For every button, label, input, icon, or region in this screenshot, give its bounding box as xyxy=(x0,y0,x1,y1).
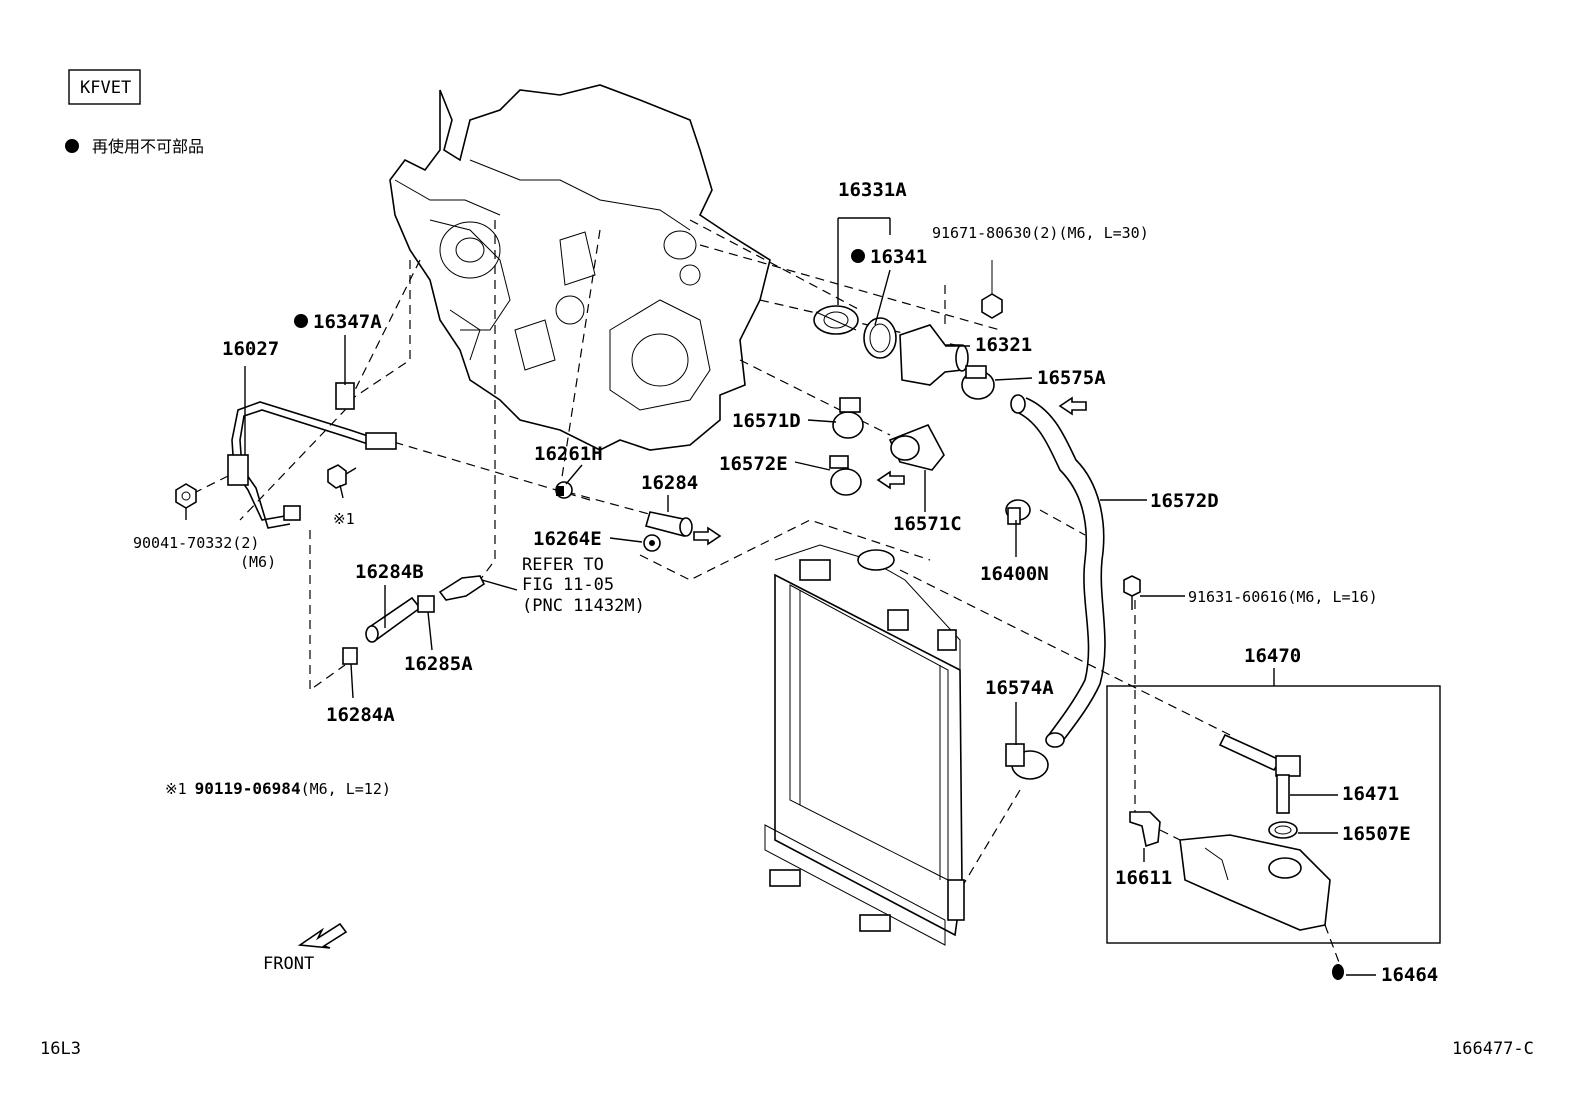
flow-arrow-icon xyxy=(876,470,905,490)
label-16331A: 16331A xyxy=(838,179,907,201)
label-16571D: 16571D xyxy=(732,410,801,432)
refer-line-3: (PNC 11432M) xyxy=(522,596,645,616)
clamp-16264E xyxy=(643,534,661,552)
front-arrow-icon xyxy=(297,922,348,949)
label-16341: 16341 xyxy=(870,246,927,268)
label-16284A: 16284A xyxy=(326,704,395,726)
hose-16284 xyxy=(645,511,693,537)
label-16574A: 16574A xyxy=(985,677,1054,699)
hose-16572D xyxy=(1010,394,1106,748)
non-reusable-dot-icon xyxy=(65,139,79,153)
clamp-16261H xyxy=(555,481,573,499)
label-91671: 91671-80630(2) xyxy=(932,224,1058,242)
label-16464: 16464 xyxy=(1381,964,1438,986)
label-16347A: 16347A xyxy=(313,311,382,333)
bolt-90041 xyxy=(175,483,197,509)
clamp-16571D xyxy=(832,397,864,439)
gasket-16507E xyxy=(1268,821,1298,839)
label-16285A: 16285A xyxy=(404,653,473,675)
label-91631: 91631-60616 xyxy=(1188,588,1287,606)
clamp-16400N xyxy=(1005,499,1031,525)
page-code-right: 166477-C xyxy=(1452,1039,1534,1059)
label-16470: 16470 xyxy=(1244,645,1301,667)
svg-text:91631-60616(M6, L=16): 91631-60616(M6, L=16) xyxy=(1188,588,1378,606)
page-code-left: 16L3 xyxy=(40,1039,81,1059)
reservoir-hose xyxy=(1218,733,1301,777)
footnote-mark: ※1 xyxy=(165,780,187,798)
engine-block xyxy=(389,84,771,451)
label-16284: 16284 xyxy=(641,472,698,494)
label-16264E: 16264E xyxy=(533,528,602,550)
thermostat-16331A xyxy=(813,305,859,335)
bracket-16611 xyxy=(1129,811,1161,848)
engine-code-box: KFVET xyxy=(68,69,141,105)
front-label: FRONT xyxy=(263,954,314,974)
refer-line-2: FIG 11-05 xyxy=(522,575,614,595)
engine-code: KFVET xyxy=(80,78,131,98)
label-90041-spec: (M6) xyxy=(240,553,276,571)
label-91631-spec: (M6, L=16) xyxy=(1287,588,1377,606)
footnote: ※1 90119-06984(M6, L=12) xyxy=(165,779,391,798)
label-90041: 90041-70332(2) xyxy=(133,534,259,552)
label-16400N: 16400N xyxy=(980,563,1049,585)
bolt-91671 xyxy=(981,260,1003,319)
flow-arrow-icon xyxy=(693,526,722,546)
refer-line-1: REFER TO xyxy=(522,555,604,575)
radiator xyxy=(764,544,965,946)
label-16611: 16611 xyxy=(1115,867,1172,889)
flow-arrows xyxy=(693,396,1087,546)
label-16321: 16321 xyxy=(975,334,1032,356)
svg-text:91671-80630(2)(M6, L=30): 91671-80630(2)(M6, L=30) xyxy=(932,224,1149,242)
hose-16571C xyxy=(888,423,945,471)
assembly-lines xyxy=(179,219,1341,966)
bolt-91631 xyxy=(1123,575,1141,610)
flow-arrow-icon xyxy=(1058,396,1087,416)
reservoir-box xyxy=(1106,668,1441,944)
pipe-16471 xyxy=(1276,774,1290,814)
fitting-refer xyxy=(438,575,486,601)
label-16027: 16027 xyxy=(222,338,279,360)
bypass-pipe xyxy=(227,382,397,529)
label-16284B: 16284B xyxy=(355,561,424,583)
clamp-16572E xyxy=(829,455,862,496)
clamp-16575A xyxy=(961,365,995,400)
label-16471: 16471 xyxy=(1342,783,1399,805)
non-reusable-dot-icon xyxy=(851,249,865,263)
label-16572D: 16572D xyxy=(1150,490,1219,512)
pipe-16284A xyxy=(342,647,358,665)
label-16507E: 16507E xyxy=(1342,823,1411,845)
leader-lines xyxy=(185,217,1376,976)
gasket-16341 xyxy=(863,317,897,359)
bolt-note1 xyxy=(327,464,357,489)
footnote-part: 90119-06984 xyxy=(195,779,301,798)
hose-16284B xyxy=(365,596,422,643)
non-reusable-dot-icon xyxy=(294,314,308,328)
clamp-16285A xyxy=(417,595,435,613)
tank-16470 xyxy=(1179,834,1331,931)
legend: 再使用不可部品 xyxy=(65,137,204,156)
inlet-16321 xyxy=(899,324,969,386)
clip-16464 xyxy=(1332,964,1344,980)
label-16575A: 16575A xyxy=(1037,367,1106,389)
label-16261H: 16261H xyxy=(534,443,603,465)
legend-text: 再使用不可部品 xyxy=(92,137,204,156)
footnote-spec: (M6, L=12) xyxy=(301,780,391,798)
clamp-16574A xyxy=(1005,743,1049,780)
part-labels: 16331A 16341 91671-80630(2)(M6, L=30) 16… xyxy=(133,179,1438,986)
label-16571C: 16571C xyxy=(893,513,962,535)
label-note1-mark: ※1 xyxy=(333,510,355,528)
label-16572E: 16572E xyxy=(719,453,788,475)
label-91671-spec: (M6, L=30) xyxy=(1058,224,1148,242)
front-indicator: FRONT xyxy=(263,922,348,974)
